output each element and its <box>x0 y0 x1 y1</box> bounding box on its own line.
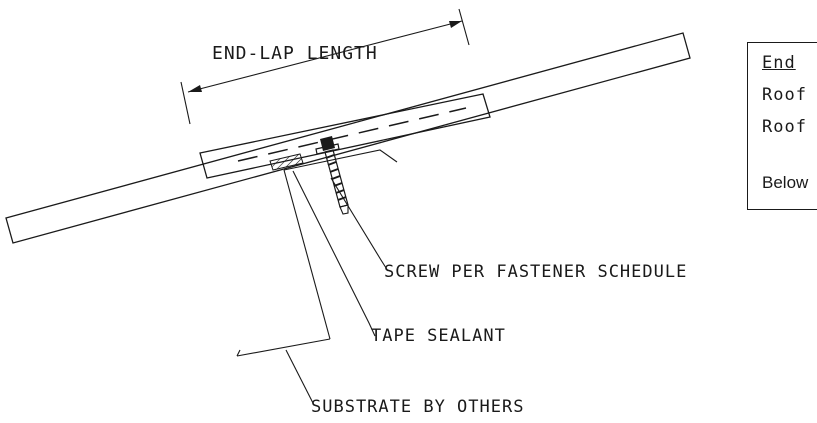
substrate-leader <box>285 349 315 406</box>
lower-roof-panel <box>5 32 691 244</box>
lap-centerline <box>237 107 467 162</box>
substrate-label: SUBSTRATE BY OTHERS <box>311 397 524 417</box>
end-lap-dimension-line <box>187 20 463 93</box>
substrate-leader-left <box>283 169 331 340</box>
notes-line-1: Roof <box>762 85 807 105</box>
notes-line-2: Roof <box>762 117 807 137</box>
tape-sealant-leader <box>292 170 376 337</box>
tape-sealant-hatch <box>269 153 304 171</box>
dim-extension-right <box>458 8 470 46</box>
notes-heading: End <box>762 53 796 73</box>
notes-box: End Roof Roof Below <box>747 42 817 210</box>
substrate-bracket-tick <box>236 349 241 357</box>
screw-label: SCREW PER FASTENER SCHEDULE <box>384 262 687 282</box>
substrate-outline <box>283 149 398 171</box>
notes-line-3: Below <box>762 173 809 192</box>
screw-fastener <box>315 136 349 215</box>
dim-arrow-left <box>188 85 202 92</box>
substrate-bracket-arm <box>236 338 331 357</box>
dim-arrow-right <box>449 21 462 28</box>
dim-extension-left <box>180 81 191 125</box>
screw-leader <box>330 177 389 272</box>
end-lap-length-label: END-LAP LENGTH <box>212 43 378 64</box>
tape-sealant-label: TAPE SEALANT <box>371 326 506 346</box>
upper-roof-panel <box>199 93 491 179</box>
